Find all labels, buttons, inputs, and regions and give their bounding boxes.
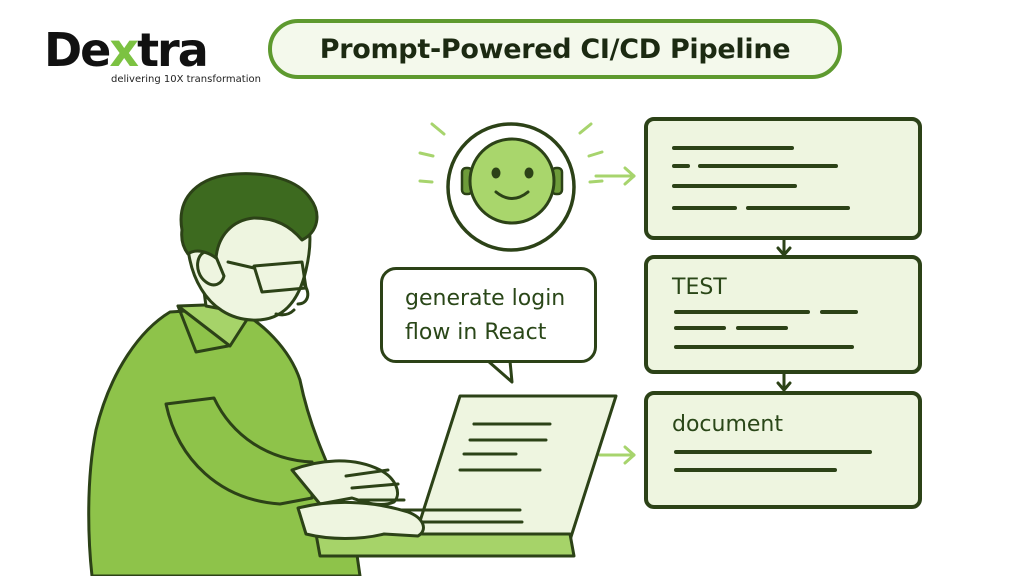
pipeline-stage-document bbox=[644, 391, 922, 509]
brand-name-end: tra bbox=[137, 23, 209, 77]
arrow-right-icon bbox=[594, 166, 636, 186]
stage-label-test: TEST bbox=[672, 275, 727, 300]
person-illustration bbox=[87, 172, 362, 576]
brand-name-start: De bbox=[44, 23, 111, 77]
hands-illustration bbox=[290, 459, 425, 540]
arrow-right-icon bbox=[598, 445, 636, 465]
robot-face-icon bbox=[418, 122, 604, 252]
brand-tagline: delivering 10X transformation bbox=[111, 74, 261, 85]
prompt-text: generate login flow in React bbox=[405, 282, 565, 350]
prompt-speech-bubble: generate login flow in React bbox=[380, 267, 597, 363]
prompt-line-1: generate login bbox=[405, 286, 566, 311]
pipeline-stage-test bbox=[644, 255, 922, 374]
speech-bubble-tail bbox=[487, 359, 514, 384]
arrow-down-icon bbox=[776, 237, 792, 257]
brand-name-x: x bbox=[109, 23, 139, 77]
stage-label-document: document bbox=[672, 412, 783, 437]
page-title: Prompt-Powered CI/CD Pipeline bbox=[319, 33, 791, 65]
pipeline-stage-code bbox=[644, 117, 922, 240]
brand-wordmark: Dextra bbox=[44, 23, 209, 77]
laptop-icon bbox=[314, 394, 618, 558]
prompt-line-2: flow in React bbox=[405, 320, 547, 345]
brand-logo: Dextra delivering 10X transformation bbox=[44, 23, 261, 90]
arrow-down-icon bbox=[776, 371, 792, 392]
title-banner: Prompt-Powered CI/CD Pipeline bbox=[268, 19, 842, 79]
